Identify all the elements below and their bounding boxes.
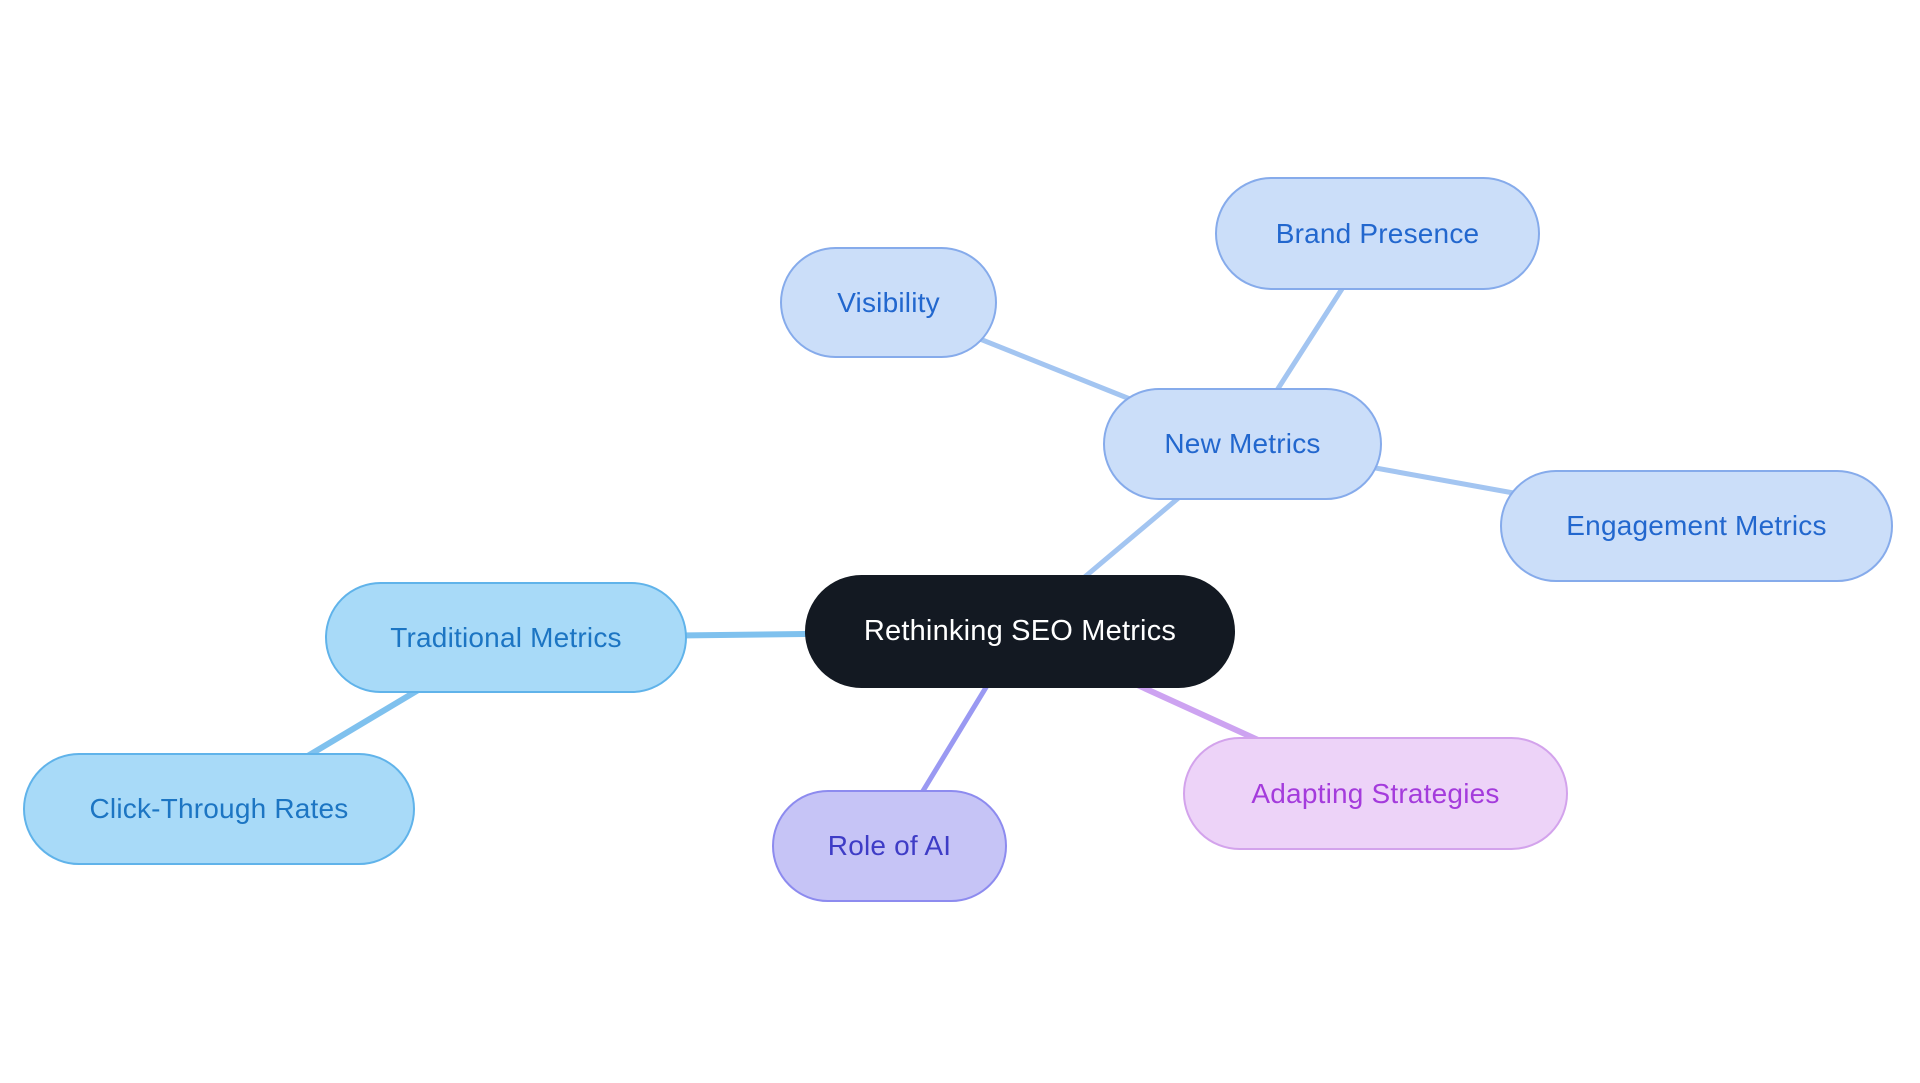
label-click-through-rates: Click-Through Rates bbox=[89, 793, 349, 824]
node-brand-presence[interactable]: Brand Presence bbox=[1215, 177, 1540, 290]
node-rethinking-seo-metrics[interactable]: Rethinking SEO Metrics bbox=[805, 575, 1235, 688]
node-role-of-ai[interactable]: Role of AI bbox=[772, 790, 1007, 902]
node-click-through-rates[interactable]: Click-Through Rates bbox=[23, 753, 415, 865]
node-adapting-strategies[interactable]: Adapting Strategies bbox=[1183, 737, 1568, 850]
label-visibility: Visibility bbox=[837, 286, 940, 318]
node-traditional-metrics[interactable]: Traditional Metrics bbox=[325, 582, 687, 693]
label-role-of-ai: Role of AI bbox=[827, 830, 952, 861]
label-adapting-strategies: Adapting Strategies bbox=[1251, 777, 1500, 809]
node-new-metrics[interactable]: New Metrics bbox=[1103, 388, 1382, 500]
node-visibility[interactable]: Visibility bbox=[780, 247, 997, 358]
label-brand-presence: Brand Presence bbox=[1275, 217, 1480, 249]
label-rethinking-seo-metrics: Rethinking SEO Metrics bbox=[863, 615, 1177, 647]
label-traditional-metrics: Traditional Metrics bbox=[390, 621, 622, 653]
label-new-metrics: New Metrics bbox=[1164, 428, 1321, 459]
label-engagement-metrics: Engagement Metrics bbox=[1566, 510, 1827, 541]
node-engagement-metrics[interactable]: Engagement Metrics bbox=[1500, 470, 1893, 582]
